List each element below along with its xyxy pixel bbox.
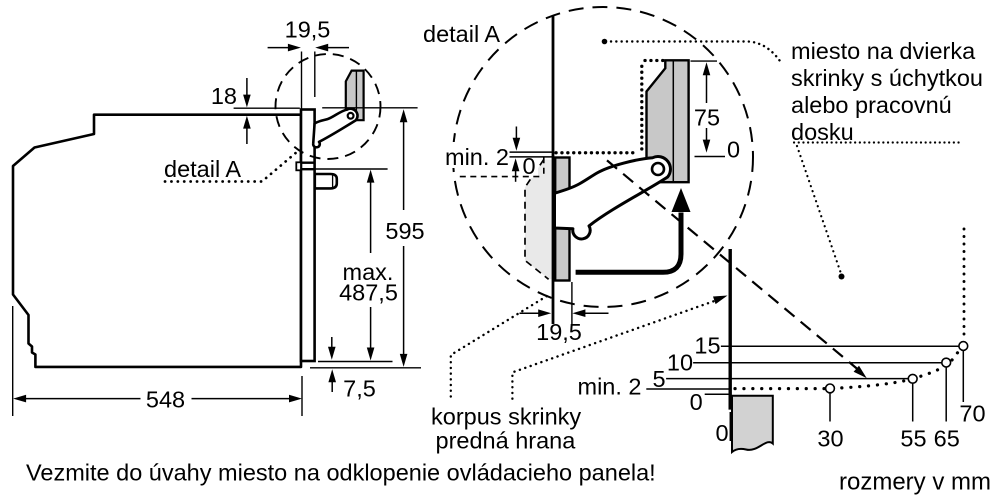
svg-text:70: 70	[959, 401, 985, 427]
svg-text:alebo pracovnú: alebo pracovnú	[791, 92, 952, 118]
svg-text:detail A: detail A	[164, 156, 241, 182]
svg-text:skrinky s úchytkou: skrinky s úchytkou	[791, 65, 983, 91]
svg-text:min. 2: min. 2	[578, 374, 642, 400]
svg-text:7,5: 7,5	[343, 376, 376, 402]
svg-text:0: 0	[690, 389, 703, 415]
svg-text:dosku: dosku	[791, 119, 854, 145]
svg-text:0: 0	[522, 153, 535, 179]
svg-text:0: 0	[727, 137, 740, 163]
svg-text:18: 18	[211, 83, 237, 109]
svg-text:Vezmite do úvahy miesto na odk: Vezmite do úvahy miesto na odklopenie ov…	[26, 460, 656, 486]
svg-text:55: 55	[900, 426, 926, 452]
svg-text:5: 5	[652, 366, 665, 392]
svg-text:65: 65	[934, 426, 960, 452]
svg-text:korpus skrinky: korpus skrinky	[431, 404, 581, 430]
svg-text:487,5: 487,5	[339, 280, 398, 306]
svg-text:predná hrana: predná hrana	[436, 428, 577, 454]
svg-text:595: 595	[385, 218, 424, 244]
svg-text:19,5: 19,5	[536, 319, 582, 345]
svg-text:75: 75	[694, 105, 720, 131]
svg-text:miesto na dvierka: miesto na dvierka	[791, 38, 976, 64]
svg-text:15: 15	[694, 332, 720, 358]
svg-text:19,5: 19,5	[285, 17, 331, 43]
svg-text:0: 0	[715, 420, 728, 446]
svg-text:max.: max.	[343, 259, 394, 285]
svg-text:30: 30	[817, 426, 843, 452]
svg-text:548: 548	[146, 386, 185, 412]
svg-text:min. 2: min. 2	[445, 144, 509, 170]
svg-text:10: 10	[667, 349, 693, 375]
svg-text:rozmery v mm: rozmery v mm	[839, 469, 991, 496]
svg-text:detail A: detail A	[423, 21, 500, 47]
